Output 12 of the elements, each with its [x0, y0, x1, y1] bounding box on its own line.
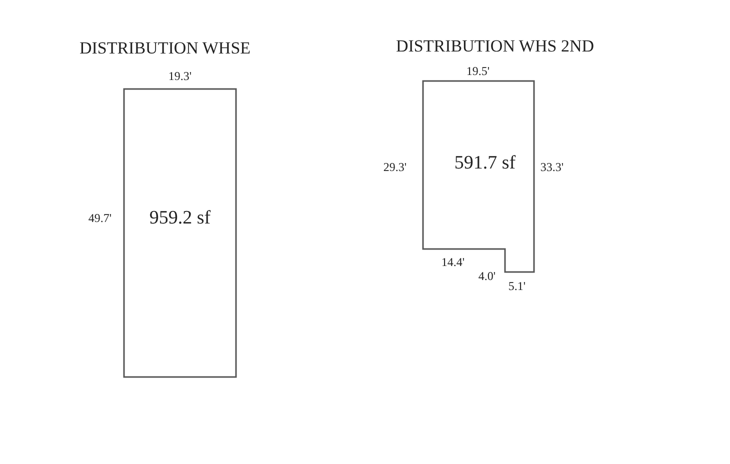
room-name: DISTRIBUTION WHS 2ND [396, 38, 594, 54]
area-label: 591.7 sf [454, 154, 516, 172]
area-label: 959.2 sf [149, 208, 211, 228]
dimension-label: 5.1' [508, 280, 526, 292]
dimension-label: 19.5' [466, 65, 490, 77]
dimension-label: 49.7' [88, 212, 112, 224]
dimension-label: 33.3' [540, 161, 564, 173]
room-name: DISTRIBUTION WHSE [79, 40, 251, 56]
dimension-label: 29.3' [383, 161, 407, 173]
dimension-label: 4.0' [478, 270, 496, 282]
dimension-label: 14.4' [441, 256, 465, 268]
dimension-label: 19.3' [168, 70, 192, 82]
